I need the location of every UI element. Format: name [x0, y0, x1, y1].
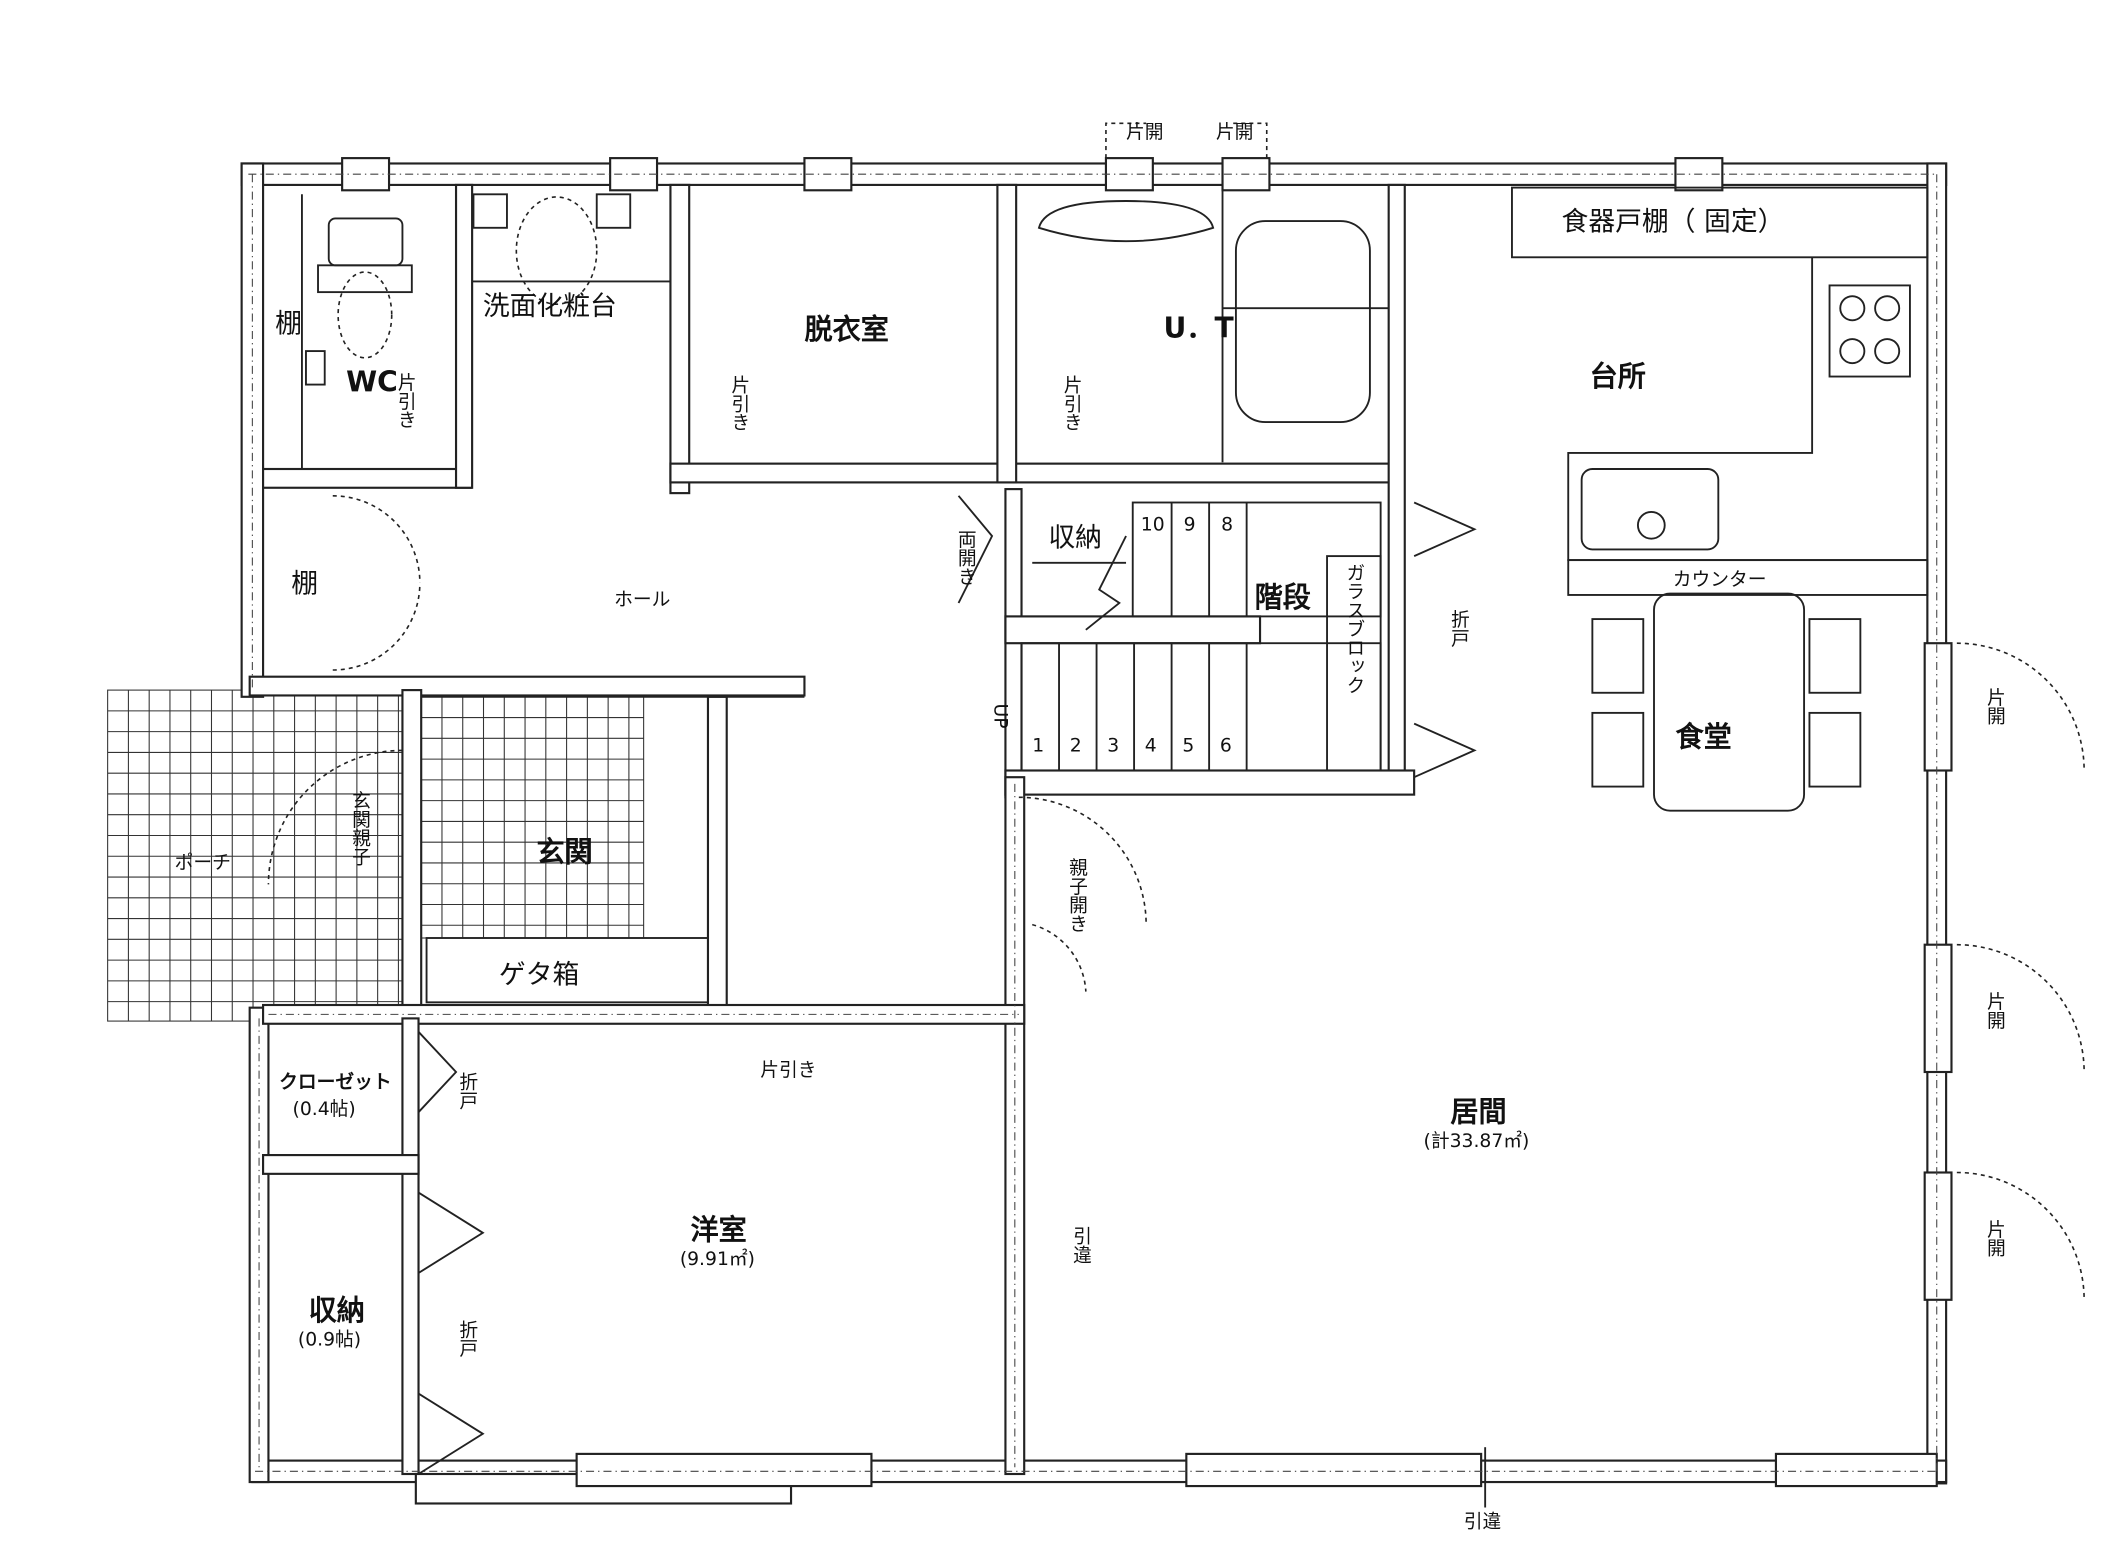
door-label-right-2: 片開 [1984, 991, 2005, 1029]
door-label-right-1: 片開 [1984, 687, 2005, 725]
storage-area: (0.9帖) [298, 1328, 361, 1350]
door-label-inner-sliding: 引違 [1070, 1226, 1091, 1264]
stair-step: 2 [1070, 736, 1082, 757]
walls [240, 157, 1953, 1505]
wc-shelf-label: 棚 [275, 308, 302, 339]
western-room-label: 洋室 [691, 1214, 747, 1247]
closet-area: (0.4帖) [293, 1098, 356, 1120]
door-label-dressing: 片引き [728, 375, 749, 432]
stair-step: 6 [1220, 736, 1232, 757]
living-room-area: (計33.87㎡) [1424, 1129, 1530, 1152]
door-label-ut: 片引き [1061, 375, 1082, 432]
wc-label: WC [346, 365, 398, 398]
living-room-label: 居間 [1450, 1096, 1506, 1129]
kitchen-label: 台所 [1590, 360, 1646, 393]
shoe-box-label: ゲタ箱 [499, 960, 579, 991]
stair-step: 1 [1032, 736, 1044, 757]
door-label-double-swing: 両開き [955, 529, 976, 585]
entrance-label: 玄関 [536, 836, 592, 869]
glass-block-label: ガラスブロック [1343, 562, 1364, 694]
door-label-western: 片引き [760, 1059, 816, 1081]
utility-label: U．T [1164, 312, 1235, 345]
stair-step: 4 [1145, 736, 1157, 757]
hall-shelf-label: 棚 [291, 568, 318, 599]
door-label-entrance: 玄関親子 [349, 790, 370, 866]
stair-up-label: UP [990, 704, 1011, 729]
room-labels: 棚 WC 洗面化粧台 脱衣室 U．T 食器戸棚（ 固定） 台所 カウンター 食堂… [175, 206, 1785, 1350]
dressing-room-label: 脱衣室 [804, 313, 888, 346]
door-label-right-3: 片開 [1984, 1219, 2005, 1257]
door-label-wc: 片引き [395, 372, 416, 429]
closet-label: クローゼット [279, 1070, 392, 1093]
door-label-bottom-sliding: 引違 [1464, 1511, 1502, 1533]
cupboard-label: 食器戸棚（ 固定） [1562, 206, 1785, 237]
dining-label: 食堂 [1675, 720, 1731, 753]
western-room-area: (9.91㎡) [680, 1247, 755, 1270]
stair-numbers: UP 1 2 3 4 5 6 10 9 8 [990, 515, 1234, 757]
door-label-top-left: 片開 [1126, 121, 1164, 143]
door-label-top-right: 片開 [1216, 121, 1254, 143]
staircase [1020, 501, 1382, 772]
stairs-label: 階段 [1255, 581, 1312, 614]
stair-step: 8 [1221, 515, 1233, 536]
stair-storage-label: 収納 [1048, 523, 1102, 554]
door-label-stair-fold: 折戸 [1448, 609, 1469, 647]
door-swings [267, 122, 2085, 1508]
door-label-living: 親子開き [1066, 857, 1087, 933]
door-label-storage-fold: 折戸 [456, 1319, 477, 1357]
vanity-label: 洗面化粧台 [483, 291, 617, 322]
fixtures [301, 186, 1929, 1004]
stair-step: 9 [1184, 515, 1196, 536]
hall-label: ホール [614, 590, 670, 611]
stair-step: 3 [1107, 736, 1119, 757]
porch-tiles [107, 689, 403, 1022]
porch-label: ポーチ [175, 851, 231, 873]
stair-step: 5 [1182, 736, 1194, 757]
counter-label: カウンター [1673, 569, 1767, 591]
door-label-closet-fold: 折戸 [456, 1072, 477, 1110]
door-labels: 片開 片開 片引き 片引き 片引き 両開き 玄関親子 親子開き 折戸 折戸 折戸… [349, 121, 2005, 1533]
entrance-tiles [420, 696, 645, 939]
storage-label: 収納 [309, 1294, 365, 1327]
stair-step: 10 [1141, 515, 1165, 536]
